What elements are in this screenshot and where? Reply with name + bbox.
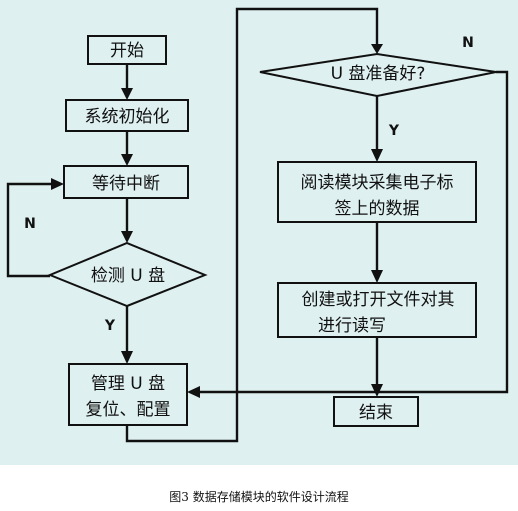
node-end-label: 结束: [359, 403, 393, 423]
arrowhead: [51, 178, 64, 190]
node-wait-label: 等待中断: [92, 174, 160, 194]
edge-detect-no-loop: [6, 182, 52, 278]
node-manage: 管理 U 盘 复位、配置: [68, 363, 188, 426]
node-start-label: 开始: [110, 41, 144, 61]
node-detect-label: 检测 U 盘: [91, 266, 165, 286]
edge-label-detect-yes: Y: [104, 318, 116, 334]
node-manage-label-2: 复位、配置: [86, 400, 171, 420]
node-read-label-1: 阅读模块采集电子标: [301, 173, 454, 193]
node-end: 结束: [333, 396, 419, 427]
node-create-label-2: 进行读写: [318, 316, 386, 336]
edge-ready-no-loop: [199, 70, 509, 394]
arrowhead: [371, 384, 383, 397]
arrowhead: [371, 149, 383, 162]
arrowhead: [121, 88, 133, 100]
figure-caption: 图3 数据存储模块的软件设计流程: [169, 490, 349, 504]
arrowhead: [121, 231, 133, 243]
edge-label-ready-yes: Y: [388, 123, 400, 139]
node-ready-label: U 盘准备好?: [331, 64, 426, 84]
flowchart: 开始 系统初始化 等待中断 检测 U 盘 管理 U 盘 复位、配置 U 盘准备好…: [6, 7, 509, 443]
node-read: 阅读模块采集电子标 签上的数据: [277, 161, 477, 223]
arrowhead: [121, 351, 133, 364]
arrowhead: [371, 270, 383, 283]
arrowhead: [121, 154, 133, 166]
node-manage-label-1: 管理 U 盘: [91, 374, 165, 394]
node-start: 开始: [87, 35, 167, 65]
node-ready: U 盘准备好?: [259, 52, 497, 98]
node-init: 系统初始化: [65, 99, 189, 132]
edge-label-detect-no: N: [24, 216, 36, 232]
arrowhead: [371, 44, 383, 54]
node-init-label: 系统初始化: [85, 107, 170, 127]
edge-manage-ready: [125, 7, 379, 443]
node-detect: 检测 U 盘: [47, 241, 208, 308]
node-create: 创建或打开文件对其 进行读写: [277, 282, 477, 338]
node-wait: 等待中断: [63, 165, 189, 199]
arrowhead: [187, 386, 200, 398]
node-create-label-1: 创建或打开文件对其: [302, 290, 455, 310]
edge-label-ready-no: N: [462, 35, 474, 51]
node-read-label-2: 签上的数据: [335, 199, 420, 219]
